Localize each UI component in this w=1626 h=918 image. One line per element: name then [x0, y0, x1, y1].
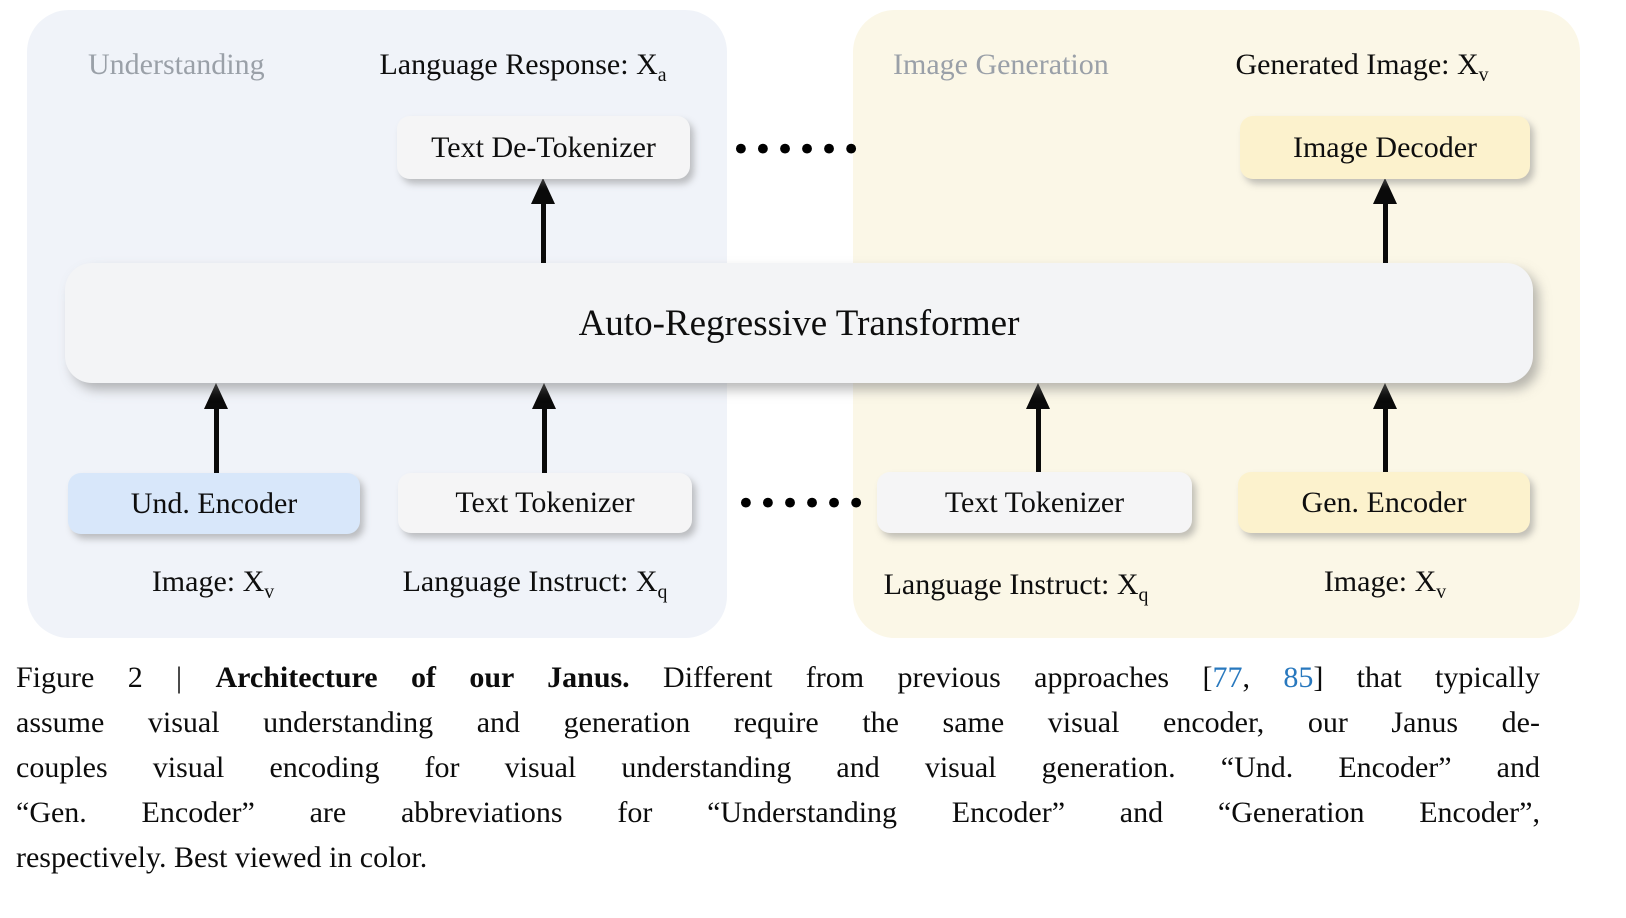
gen-encoder-box: Gen. Encoder: [1238, 472, 1530, 533]
figure-caption: Figure 2 | Architecture of our Janus. Di…: [16, 655, 1540, 880]
arrow-text-tokenizer-left-to-transformer: [532, 383, 556, 475]
caption-line-1: Figure 2 | Architecture of our Janus. Di…: [16, 655, 1540, 700]
caption-line-3: couples visual encoding for visual under…: [16, 751, 1540, 784]
language-instruct-label-right: Language Instruct: Xq: [884, 568, 1149, 607]
caption-text-mid: Different from previous approaches [: [629, 661, 1213, 694]
image-input-label-left: Image: Xv: [152, 565, 274, 604]
caption-line-5: respectively. Best viewed in color.: [16, 841, 428, 874]
image-decoder-box: Image Decoder: [1240, 116, 1530, 179]
image-input-right-subscript: v: [1436, 581, 1447, 603]
caption-figure-number: Figure 2 |: [16, 661, 216, 694]
language-response-subscript: a: [657, 64, 667, 86]
citation-separator: ,: [1242, 661, 1284, 694]
language-response-text: Language Response: X: [379, 48, 658, 81]
text-tokenizer-left-box: Text Tokenizer: [398, 473, 692, 533]
arrow-text-tokenizer-right-to-transformer: [1026, 383, 1050, 474]
caption-text-tail: ] that typically: [1313, 661, 1541, 694]
arrow-gen-encoder-to-transformer: [1373, 383, 1397, 474]
image-input-left-text: Image: X: [151, 565, 265, 598]
language-instruct-left-text: Language Instruct: X: [402, 565, 658, 598]
caption-line-4: “Gen. Encoder” are abbreviations for “Un…: [16, 796, 1540, 829]
text-detokenizer-box: Text De-Tokenizer: [397, 116, 690, 179]
image-input-right-text: Image: X: [1323, 565, 1437, 598]
image-input-left-subscript: v: [264, 581, 275, 603]
und-encoder-box: Und. Encoder: [68, 473, 360, 534]
understanding-panel-title: Understanding: [88, 48, 265, 81]
language-instruct-right-text: Language Instruct: X: [883, 568, 1139, 601]
language-instruct-right-subscript: q: [1138, 584, 1149, 606]
generated-image-text: Generated Image: X: [1235, 48, 1479, 81]
generated-image-label: Generated Image: Xv: [1235, 48, 1488, 87]
text-tokenizer-right-box: Text Tokenizer: [877, 472, 1192, 533]
caption-bold-title: Architecture of our Janus.: [215, 661, 630, 694]
arrow-und-encoder-to-transformer: [204, 383, 228, 475]
arrow-transformer-to-image-decoder: [1373, 178, 1397, 265]
language-response-label: Language Response: Xa: [379, 48, 666, 87]
image-input-label-right: Image: Xv: [1324, 565, 1446, 604]
citation-link-85[interactable]: 85: [1283, 661, 1314, 694]
auto-regressive-transformer-box: Auto-Regressive Transformer: [65, 263, 1533, 383]
image-generation-panel-title: Image Generation: [893, 48, 1109, 81]
ellipsis-dots-bottom: ••••••: [735, 484, 869, 524]
caption-line-2: assume visual understanding and generati…: [16, 706, 1540, 739]
language-instruct-label-left: Language Instruct: Xq: [403, 565, 668, 604]
ellipsis-dots-top: ••••••: [730, 130, 864, 170]
language-instruct-left-subscript: q: [657, 581, 668, 603]
generated-image-subscript: v: [1478, 64, 1489, 86]
citation-link-77[interactable]: 77: [1212, 661, 1243, 694]
arrow-transformer-to-text-detokenizer: [531, 178, 555, 265]
